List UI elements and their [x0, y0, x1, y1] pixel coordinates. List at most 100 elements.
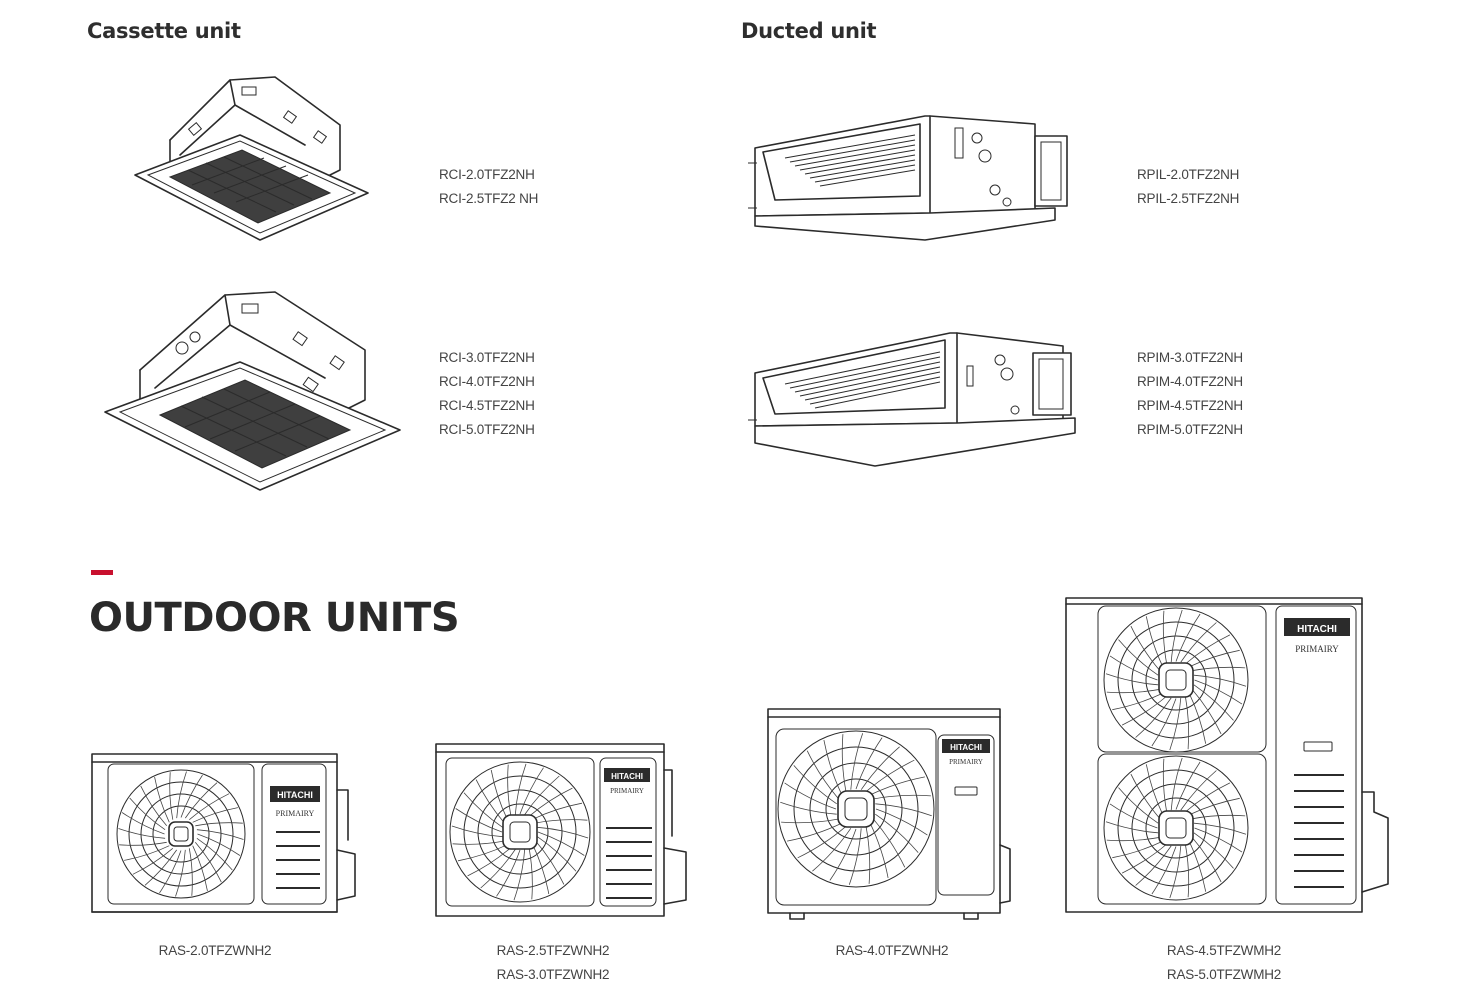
fan-blade-line	[194, 842, 222, 883]
model-label: RCI-2.0TFZ2NH	[439, 167, 535, 182]
fan-blade-line	[1185, 634, 1231, 665]
fan-blade-line	[451, 825, 503, 838]
fan-blade-line	[873, 794, 931, 800]
fan-blade-line	[455, 808, 503, 833]
outdoor-unit-medium-icon: HITACHI PRIMAIRY	[435, 743, 687, 917]
fan-blade-line	[1193, 822, 1247, 835]
fan-blade-line	[537, 831, 585, 856]
fan-blade-line	[144, 849, 178, 886]
fan-blade-line	[535, 840, 565, 885]
fan-blade-line	[528, 847, 533, 900]
fan-blade-line	[175, 849, 186, 897]
fan-blade-line	[197, 833, 241, 856]
fan-blade-line	[1112, 692, 1164, 711]
fan-blade-line	[1193, 832, 1234, 869]
fan-blade-line	[780, 801, 837, 815]
fan-blade-line	[860, 746, 900, 790]
fan-blade-line	[1194, 679, 1243, 705]
fan-blade-line	[1191, 837, 1222, 883]
fan-blade-line	[188, 848, 193, 896]
fan-blade-line	[1145, 616, 1164, 668]
fan-blade-line	[1121, 843, 1168, 874]
outdoor-unit-2-caption: RAS-2.5TFZWNH2 RAS-3.0TFZWNH2	[453, 939, 653, 987]
fan-blade-line	[1194, 827, 1243, 853]
fan-blade-line	[1191, 689, 1222, 735]
fan-blade-line	[121, 812, 165, 835]
model-label: RAS-4.0TFZWNH2	[835, 943, 949, 958]
fan-blade-line	[1170, 609, 1183, 663]
fan-blade-line	[189, 793, 230, 821]
fan-blade-line	[1105, 821, 1159, 834]
grille	[168, 149, 332, 224]
accent-bar	[91, 570, 113, 575]
fan-blade-line	[865, 826, 871, 884]
grille	[158, 379, 352, 469]
fan-blade-line	[875, 813, 919, 853]
fan-blade-line	[490, 769, 508, 820]
model-label: RCI-3.0TFZ2NH	[439, 350, 535, 365]
fan-blade-line	[524, 775, 560, 815]
fan-blade-line	[1184, 695, 1190, 750]
fan-blade-line	[855, 737, 883, 790]
fan-blade-line	[154, 777, 170, 823]
model-label: RAS-5.0TFZWMH2	[1166, 967, 1282, 982]
fan-blade-line	[457, 844, 508, 862]
fan-blade-line	[195, 822, 243, 827]
cassette-unit-large-icon	[104, 291, 401, 491]
ducted-low-models: RPIL-2.0TFZ2NH RPIL-2.5TFZ2NH	[1137, 163, 1239, 211]
fan-grille	[116, 769, 246, 899]
brand-logo: HITACHI	[1297, 624, 1337, 635]
fan-blade-line	[496, 849, 521, 897]
cassette-large-models: RCI-3.0TFZ2NH RCI-4.0TFZ2NH RCI-4.5TFZ2N…	[439, 346, 535, 442]
fan-blade-line	[806, 750, 840, 800]
fan-blade-line	[1180, 770, 1217, 811]
fan-blade-line	[823, 740, 843, 796]
fan-grille-bottom	[1103, 755, 1249, 901]
sub-brand-logo: PRIMAIRY	[1295, 644, 1339, 654]
ducted-medium-models: RPIM-3.0TFZ2NH RPIM-4.0TFZ2NH RPIM-4.5TF…	[1137, 346, 1243, 442]
fan-blade-line	[1188, 692, 1207, 744]
fan-blade-line	[1162, 610, 1168, 665]
model-label: RAS-2.5TFZWNH2	[496, 943, 610, 958]
sub-brand-logo: PRIMAIRY	[610, 787, 644, 795]
brand-logo: HITACHI	[277, 790, 313, 800]
fan-blade-line	[1193, 684, 1234, 721]
outdoor-unit-double-fan-icon: HITACHI PRIMAIRY	[1065, 597, 1389, 913]
cassette-unit-heading: Cassette unit	[87, 19, 241, 43]
fan-blade-line	[793, 765, 837, 805]
cassette-unit-small-icon	[134, 76, 369, 241]
fan-blade-line	[1191, 814, 1246, 820]
brand-logo: HITACHI	[611, 772, 643, 781]
fan-grille	[777, 730, 935, 888]
fan-blade-line	[507, 764, 512, 817]
fan-blade-line	[1175, 761, 1201, 810]
fan-blade-line	[1109, 803, 1158, 829]
fan-blade-line	[1169, 845, 1182, 899]
sub-brand-logo: PRIMAIRY	[276, 809, 315, 818]
fan-blade-line	[875, 808, 928, 836]
fan-blade-line	[196, 837, 233, 871]
fan-blade-line	[841, 734, 847, 792]
fan-blade-line	[829, 828, 857, 881]
fan-blade-line	[1162, 758, 1168, 813]
fan-blade-line	[528, 787, 573, 817]
fan-blade-line	[159, 850, 182, 894]
outdoor-unit-3-caption: RAS-4.0TFZWNH2	[792, 939, 992, 963]
fan-blade-line	[118, 828, 166, 839]
fan-blade-line	[1118, 639, 1159, 676]
fan-blade-line	[532, 844, 550, 895]
model-label: RPIM-4.0TFZ2NH	[1137, 374, 1243, 389]
model-label: RCI-4.0TFZ2NH	[439, 374, 535, 389]
fan-blade-line	[1151, 698, 1177, 747]
fan-blade-line	[1191, 666, 1246, 672]
fan-blade-line	[192, 845, 208, 891]
model-label: RAS-3.0TFZWNH2	[496, 967, 610, 982]
fan-blade-line	[848, 828, 862, 885]
fan-blade-line	[1106, 688, 1161, 694]
fan-blade-line	[129, 797, 166, 831]
fan-blade-line	[1193, 674, 1247, 687]
model-label: RPIL-2.0TFZ2NH	[1137, 167, 1240, 182]
model-label: RPIM-4.5TFZ2NH	[1137, 398, 1243, 413]
model-label: RCI-2.5TFZ2 NH	[439, 191, 539, 206]
outdoor-unit-small-icon: HITACHI PRIMAIRY	[91, 753, 356, 913]
